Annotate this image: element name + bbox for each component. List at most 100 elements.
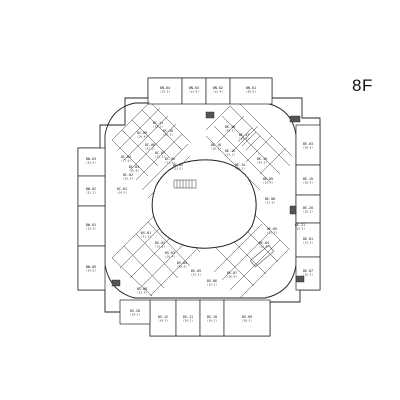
unit-area-label: (12.7) bbox=[239, 137, 249, 141]
unit-code-label: 8S-08 bbox=[137, 287, 147, 291]
unit-code-label: 8C-02 bbox=[123, 173, 133, 177]
unit-area-label: (11.1) bbox=[163, 133, 173, 137]
unit-code-label: 8S-06 bbox=[207, 279, 217, 283]
unit-area-label: (13.1) bbox=[235, 167, 245, 171]
unit-area-label: (15.3) bbox=[160, 90, 170, 94]
unit-area-label: (26.6) bbox=[246, 90, 256, 94]
escalator-blocks bbox=[173, 127, 275, 268]
unit-code-label: 8S-09 bbox=[242, 315, 252, 319]
unit-area-label: (22.9) bbox=[137, 291, 147, 295]
unit-code-label: 8S-01 bbox=[141, 231, 151, 235]
unit-area-label: (16.3) bbox=[211, 147, 221, 151]
unit-area-label: (12.2) bbox=[155, 155, 165, 159]
east-shops bbox=[295, 124, 321, 291]
unit-code-label: 8E-07 bbox=[303, 269, 313, 273]
north-shops bbox=[147, 77, 273, 105]
unit-labels: 8N-04(15.3)8N-03(13.6)8N-02(13.4)8N-01(2… bbox=[86, 86, 313, 323]
floor-level-label: 8F bbox=[352, 76, 373, 95]
unit-code-label: 8E-19 bbox=[303, 177, 313, 181]
central-atrium bbox=[151, 159, 257, 249]
unit-code-label: 8C-11 bbox=[153, 121, 163, 125]
unit-area-label: (16.2) bbox=[303, 273, 313, 277]
unit-area-label: (13.6) bbox=[189, 90, 199, 94]
unit-area-label: (32.6) bbox=[86, 227, 96, 231]
south-shops bbox=[119, 299, 271, 337]
unit-area-label: (11.1) bbox=[153, 125, 163, 129]
unit-code-label: 8S-04 bbox=[177, 261, 187, 265]
unit-area-label: (14.6) bbox=[263, 181, 273, 185]
unit-area-label: (14.2) bbox=[207, 319, 217, 323]
unit-code-label: 8S-02 bbox=[155, 241, 165, 245]
unit-area-label: (18.4) bbox=[303, 181, 313, 185]
service-rooms bbox=[111, 111, 305, 287]
unit-area-label: (13.8) bbox=[155, 245, 165, 249]
unit-area-label: (14.2) bbox=[130, 313, 140, 317]
unit-area-label: (36.5) bbox=[242, 319, 252, 323]
unit-area-label: (16.4) bbox=[137, 135, 147, 139]
unit-code-label: 8C-09 bbox=[137, 131, 147, 135]
unit-area-label: (24.5) bbox=[257, 161, 267, 165]
unit-area-label: (16.2) bbox=[303, 210, 313, 214]
unit-code-label: 8C-04 bbox=[121, 155, 131, 159]
unit-area-label: (11.5) bbox=[165, 161, 175, 165]
unit-code-label: 8E-14 bbox=[235, 163, 245, 167]
unit-area-label: (34.5) bbox=[117, 191, 127, 195]
unit-area-label: (16.8) bbox=[129, 169, 139, 173]
unit-code-label: 8C-03 bbox=[129, 165, 139, 169]
unit-code-label: 8E-21 bbox=[295, 223, 305, 227]
unit-code-label: 8N-01 bbox=[246, 86, 256, 90]
unit-code-label: 8S-07 bbox=[227, 271, 237, 275]
unit-area-label: (34.6) bbox=[86, 269, 96, 273]
unit-area-label: (19.6) bbox=[177, 265, 187, 269]
unit-area-label: (16.5) bbox=[259, 245, 269, 249]
unit-code-label: 8E-05 bbox=[267, 227, 277, 231]
unit-code-label: 8E-08 bbox=[265, 197, 275, 201]
unit-code-label: 8S-05 bbox=[191, 269, 201, 273]
unit-area-label: (22.5) bbox=[267, 231, 277, 235]
unit-code-label: 8E-01 bbox=[303, 237, 313, 241]
northwest-diagonal-shops bbox=[111, 101, 191, 199]
unit-area-label: (29.3) bbox=[225, 129, 235, 133]
unit-code-label: 8S-12 bbox=[158, 315, 168, 319]
unit-area-label: (38.4) bbox=[303, 146, 313, 150]
unit-code-label: 8N-04 bbox=[160, 86, 170, 90]
unit-code-label: 8E-20 bbox=[303, 206, 313, 210]
unit-area-label: (17.6) bbox=[265, 201, 275, 205]
unit-area-label: (14.2) bbox=[183, 319, 193, 323]
unit-area-label: (12.5) bbox=[295, 227, 305, 231]
unit-code-label: 8C-05 bbox=[173, 163, 183, 167]
unit-area-label: (23.2) bbox=[86, 191, 96, 195]
unit-code-label: 8E-04 bbox=[259, 241, 269, 245]
unit-code-label: 8W-05 bbox=[86, 265, 96, 269]
unit-code-label: 8E-18 bbox=[225, 125, 235, 129]
unit-code-label: 8E-17 bbox=[239, 133, 249, 137]
unit-code-label: 8E-03 bbox=[303, 142, 313, 146]
unit-code-label: 8W-02 bbox=[86, 187, 96, 191]
southeast-diagonal-shops bbox=[213, 211, 291, 299]
unit-area-label: (21.5) bbox=[141, 235, 151, 239]
unit-code-label: 8N-03 bbox=[189, 86, 199, 90]
unit-code-label: 8E-16 bbox=[211, 143, 221, 147]
unit-area-label: (17.6) bbox=[121, 159, 131, 163]
unit-area-label: (22.6) bbox=[86, 161, 96, 165]
unit-code-label: 8C-06 bbox=[165, 157, 175, 161]
unit-code-label: 8C-10 bbox=[163, 129, 173, 133]
unit-code-label: 8W-03 bbox=[86, 157, 96, 161]
unit-area-label: (14.2) bbox=[158, 319, 168, 323]
southwest-diagonal-shops bbox=[111, 209, 201, 297]
west-shops bbox=[77, 147, 106, 291]
unit-area-label: (12.2) bbox=[145, 147, 155, 151]
unit-area-label: (13.1) bbox=[225, 153, 235, 157]
unit-code-label: 8S-11 bbox=[183, 315, 193, 319]
unit-code-label: 8S-10 bbox=[207, 315, 217, 319]
unit-code-label: 8E-10 bbox=[257, 157, 267, 161]
unit-code-label: 8E-15 bbox=[225, 149, 235, 153]
unit-code-label: 8W-01 bbox=[86, 223, 96, 227]
unit-area-label: (16.4) bbox=[165, 255, 175, 259]
unit-code-label: 8C-08 bbox=[145, 143, 155, 147]
unit-code-label: 8C-07 bbox=[155, 151, 165, 155]
unit-area-label: (22.5) bbox=[191, 273, 201, 277]
unit-code-label: 8S-03 bbox=[165, 251, 175, 255]
unit-area-label: (22.4) bbox=[123, 177, 133, 181]
